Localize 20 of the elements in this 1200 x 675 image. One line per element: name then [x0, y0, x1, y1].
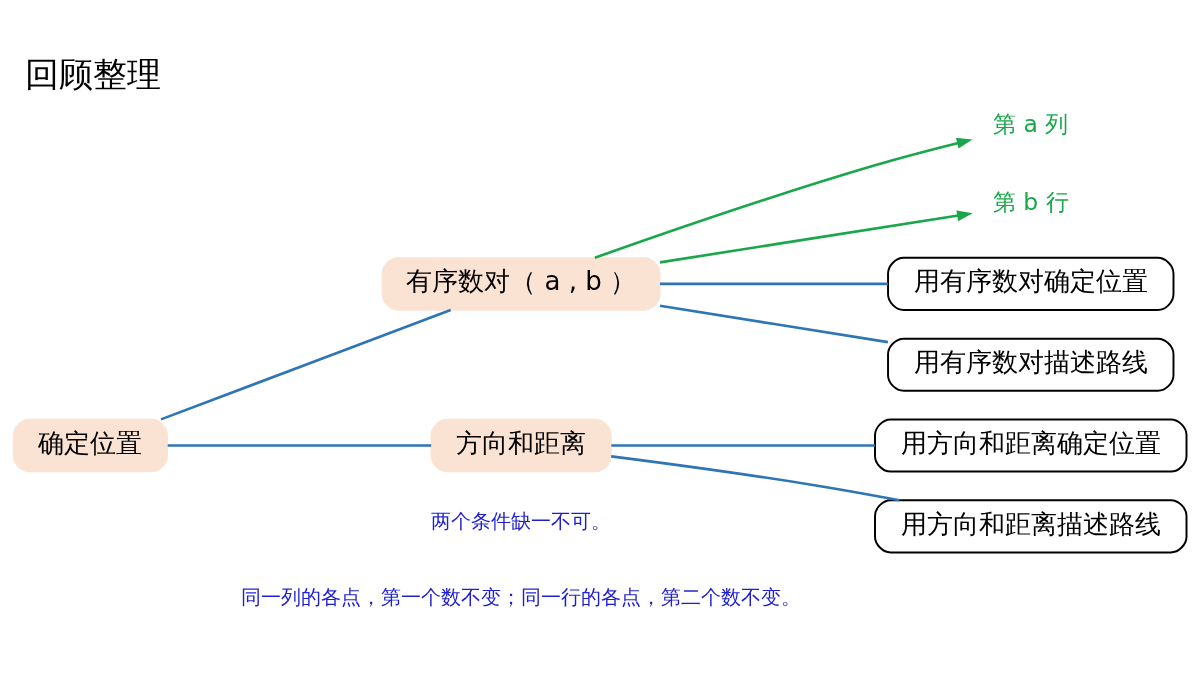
- node-box: 用有序数对描述路线: [887, 337, 1175, 392]
- arrow: [659, 209, 973, 264]
- connector: [160, 308, 452, 421]
- diagram-title: 回顾整理: [24, 54, 161, 94]
- connector: [660, 282, 888, 285]
- label: 同一列的各点，第一个数不变；同一行的各点，第二个数不变。: [241, 585, 802, 609]
- node-box: 有序数对（ a , b ）: [381, 256, 661, 311]
- arrow: [594, 137, 973, 259]
- node-text: 第 a 列: [993, 109, 1069, 138]
- node-box: 用方向和距离确定位置: [874, 417, 1188, 473]
- connector: [611, 443, 875, 447]
- node-box: 用有序数对确定位置: [887, 256, 1175, 311]
- node-box: 方向和距离: [430, 418, 612, 472]
- node-label: 两个条件缺一不可。: [431, 509, 612, 533]
- node-box: 确定位置: [12, 418, 168, 472]
- connector: [167, 443, 432, 447]
- node-box: 用方向和距离描述路线: [874, 498, 1188, 553]
- node-text: 第 b 行: [992, 187, 1069, 216]
- connector: [659, 304, 889, 343]
- connector: [611, 454, 900, 501]
